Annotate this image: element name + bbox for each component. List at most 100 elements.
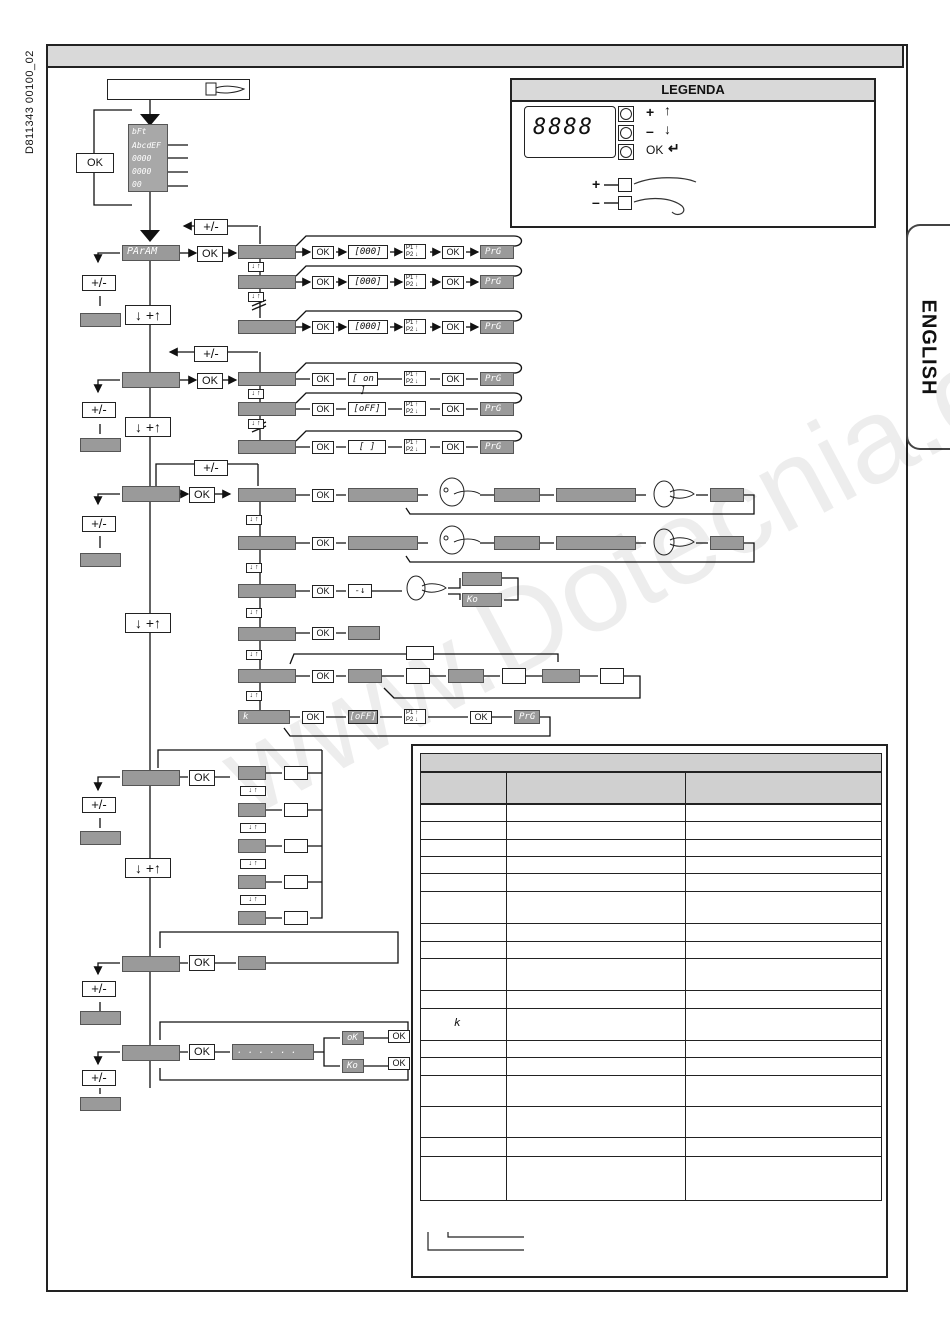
param-item[interactable]	[238, 275, 296, 289]
ok-button[interactable]: OK	[312, 403, 334, 416]
down-up-mini: ↓ ↑	[246, 563, 262, 573]
hand-minus-key[interactable]	[618, 196, 632, 210]
radio-item[interactable]: k	[238, 710, 290, 724]
stats-value	[284, 839, 308, 853]
remote-control-icon	[406, 575, 447, 601]
reset-menu[interactable]	[122, 956, 180, 972]
down-up-mini: ↓ ↑	[240, 786, 266, 796]
reset-item[interactable]	[238, 956, 266, 970]
ok-button[interactable]: OK	[312, 489, 334, 502]
radio-item[interactable]	[238, 536, 296, 550]
ok-button[interactable]: OK	[442, 373, 464, 386]
plus-minus-button[interactable]: +/-	[194, 346, 228, 362]
language-tab[interactable]	[906, 224, 950, 450]
plus-minus-button[interactable]: +/-	[82, 402, 116, 418]
ok-button[interactable]: OK	[197, 246, 223, 262]
display-line: 00	[132, 180, 142, 189]
ok-button[interactable]: OK	[312, 537, 334, 550]
menu-item[interactable]	[80, 831, 121, 845]
down-up-button[interactable]: ↓ +↑	[125, 613, 171, 633]
stats-menu[interactable]	[122, 770, 180, 786]
plus-minus-button[interactable]: +/-	[82, 981, 116, 997]
down-up-button[interactable]: ↓ +↑	[125, 305, 171, 325]
ok-button[interactable]: OK	[312, 321, 334, 334]
logic-item[interactable]	[238, 440, 296, 454]
remote-control-icon	[653, 480, 695, 508]
plus-minus-button[interactable]: +/-	[82, 797, 116, 813]
ok-button[interactable]: OK	[76, 153, 114, 173]
ok-button[interactable]: OK	[442, 441, 464, 454]
menu-item[interactable]	[80, 553, 121, 567]
down-up-mini: ↓ ↑	[248, 262, 264, 272]
autoset-menu[interactable]	[122, 1045, 180, 1061]
ok-button[interactable]: OK	[388, 1030, 410, 1043]
ok-button[interactable]: OK	[312, 246, 334, 259]
ok-result: oK	[342, 1031, 364, 1045]
ok-button[interactable]: OK	[312, 373, 334, 386]
ok-button[interactable]: OK	[442, 276, 464, 289]
down-up-button[interactable]: ↓ +↑	[125, 417, 171, 437]
prg-display: PrG	[480, 402, 514, 416]
plus-key[interactable]	[618, 106, 634, 122]
radio-step	[348, 626, 380, 640]
stats-item[interactable]	[238, 875, 266, 889]
ok-button[interactable]: OK	[312, 276, 334, 289]
param-item[interactable]	[238, 245, 296, 259]
plus-minus-button[interactable]: +/-	[82, 516, 116, 532]
stats-value	[284, 911, 308, 925]
radio-item[interactable]	[238, 669, 296, 683]
ok-button[interactable]: OK	[442, 246, 464, 259]
stats-item[interactable]	[238, 911, 266, 925]
stats-value	[284, 875, 308, 889]
stats-item[interactable]	[238, 766, 266, 780]
plus-minus-button[interactable]: +/-	[82, 1070, 116, 1086]
param-item[interactable]	[238, 320, 296, 334]
ok-button[interactable]: OK	[470, 711, 492, 724]
down-up-button[interactable]: ↓ +↑	[125, 858, 171, 878]
menu-item[interactable]	[80, 1097, 121, 1111]
ok-key[interactable]	[618, 144, 634, 160]
stats-item[interactable]	[238, 839, 266, 853]
plus-minus-button[interactable]: +/-	[194, 219, 228, 235]
radio-item[interactable]	[238, 488, 296, 502]
ok-button[interactable]: OK	[189, 487, 215, 503]
ok-button[interactable]: OK	[312, 585, 334, 598]
ok-button[interactable]: OK	[442, 321, 464, 334]
radio-step	[710, 488, 744, 502]
radio-item[interactable]	[238, 627, 296, 641]
plus-minus-button[interactable]: +/-	[194, 460, 228, 476]
ok-button[interactable]: OK	[189, 1044, 215, 1060]
param-menu[interactable]: PArAM	[122, 245, 180, 261]
ok-button[interactable]: OK	[312, 627, 334, 640]
menu-item[interactable]	[80, 313, 121, 327]
hand-press-icon	[205, 82, 246, 96]
hand-plus-key[interactable]	[618, 178, 632, 192]
stats-item[interactable]	[238, 803, 266, 817]
ok-button[interactable]: OK	[197, 373, 223, 389]
table-row	[420, 1057, 882, 1076]
ok-button[interactable]: OK	[388, 1057, 410, 1070]
ok-button[interactable]: OK	[302, 711, 324, 724]
ok-button[interactable]: OK	[312, 441, 334, 454]
radio-menu[interactable]	[122, 486, 180, 502]
ko-result: Ko	[462, 593, 502, 607]
value-display: [ ]	[348, 440, 386, 454]
logic-item[interactable]	[238, 402, 296, 416]
ok-button[interactable]: OK	[189, 955, 215, 971]
value-display: [ on ]	[348, 372, 378, 396]
logic-menu[interactable]	[122, 372, 180, 388]
plus-minus-button[interactable]: +/-	[82, 275, 116, 291]
stats-value	[284, 803, 308, 817]
menu-item[interactable]	[80, 1011, 121, 1025]
logic-item[interactable]	[238, 372, 296, 386]
minus-key[interactable]	[618, 125, 634, 141]
radio-item[interactable]	[238, 584, 296, 598]
ok-button[interactable]: OK	[312, 670, 334, 683]
value-display: [000]	[348, 320, 388, 334]
ok-button[interactable]: OK	[442, 403, 464, 416]
ok-button[interactable]: OK	[189, 770, 215, 786]
prg-display: PrG	[480, 320, 514, 334]
menu-item[interactable]	[80, 438, 121, 452]
value-display: [oFF]	[348, 710, 378, 724]
table-row	[420, 821, 882, 840]
